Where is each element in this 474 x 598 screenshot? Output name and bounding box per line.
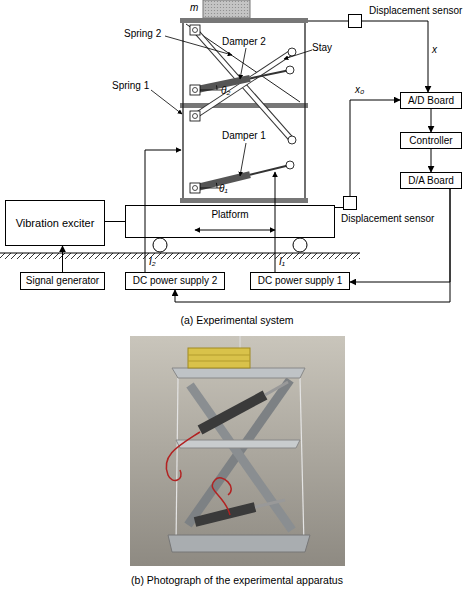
signal-label: x₀ — [355, 84, 364, 96]
leader-line — [151, 90, 182, 114]
ground-hatch — [0, 253, 360, 259]
plate — [180, 103, 308, 108]
photo-damper — [200, 395, 265, 430]
subfigure-caption: (b) Photograph of the experimental appar… — [0, 574, 474, 586]
subfigure-caption: (a) Experimental system — [0, 314, 474, 326]
pivot — [193, 88, 198, 93]
signal-connector — [335, 207, 343, 208]
leader-line — [240, 48, 246, 79]
current-wire — [145, 150, 181, 272]
part-label: Damper 1 — [222, 130, 266, 142]
photo-damper — [195, 507, 255, 522]
node-text: D/A Board — [408, 175, 454, 187]
signal-connector — [62, 246, 63, 272]
board-box: A/D Board — [400, 92, 462, 109]
part-label: Spring 2 — [124, 28, 161, 40]
signal-connector — [175, 189, 450, 302]
sensor-link — [308, 21, 348, 22]
pivot — [286, 161, 294, 169]
motion-arrow — [195, 230, 275, 231]
pivot — [190, 111, 200, 121]
platform-box: Platform — [125, 205, 335, 238]
node-text: Displacement sensor — [369, 5, 462, 17]
wheel — [293, 238, 307, 252]
power-supply-box: DC power supply 1 — [250, 272, 350, 290]
part-label: Damper 2 — [222, 36, 266, 48]
photo-rod — [176, 378, 178, 545]
signal-connector — [431, 109, 432, 132]
pivot — [288, 136, 296, 144]
board-box: D/A Board — [400, 172, 462, 189]
signal-connector — [431, 149, 432, 172]
plate — [180, 18, 308, 23]
photo-base — [168, 535, 310, 552]
stay-bar — [195, 30, 292, 140]
power-supply-box: DC power supply 2 — [125, 272, 225, 290]
node-text: Vibration exciter — [16, 217, 95, 230]
angle-arc — [216, 85, 218, 90]
photo-damper — [255, 500, 285, 507]
current-label: I₂ — [149, 256, 156, 268]
node-text: Controller — [409, 135, 452, 147]
sensor-box: Displacement sensor — [348, 14, 362, 28]
photo-rod — [300, 378, 304, 545]
stay-bar — [195, 30, 292, 140]
photo-plate — [172, 368, 305, 378]
mass-label: m — [190, 2, 198, 14]
photo-damper — [265, 382, 288, 395]
node-text: Displacement sensor — [341, 213, 434, 225]
exciter-box: Vibration exciter — [5, 200, 105, 246]
pivot — [190, 183, 200, 193]
photo-plate — [176, 440, 300, 448]
damper-rod — [250, 70, 290, 78]
pivot — [193, 28, 198, 33]
signal-connector — [350, 189, 450, 282]
mass-block — [203, 0, 250, 18]
leader-line — [240, 143, 246, 176]
part-label: Stay — [312, 42, 332, 54]
current-wire — [275, 172, 276, 272]
photo-mass — [188, 348, 250, 368]
angle-label: θ₂ — [221, 85, 230, 97]
leader-line — [284, 50, 312, 59]
angle-label: θ₁ — [219, 183, 228, 195]
angle-arc — [216, 183, 218, 188]
leader-line — [165, 36, 232, 55]
spring-line — [182, 23, 183, 198]
photo-mass — [188, 361, 250, 362]
damper-rod — [250, 165, 290, 175]
photo-stay — [190, 385, 292, 530]
spring-line — [304, 23, 305, 198]
photo-wire — [166, 432, 200, 480]
sensor-box: Displacement sensor — [343, 196, 357, 210]
photo-wire — [212, 478, 231, 515]
generator-box: Signal generator — [20, 272, 105, 290]
pivot — [190, 85, 200, 95]
node-text: DC power supply 2 — [133, 275, 217, 287]
pivot — [190, 25, 200, 35]
signal-connector — [350, 100, 400, 196]
signal-connector — [105, 221, 125, 222]
wheel — [153, 238, 167, 252]
plate — [180, 198, 308, 203]
photo-mass — [188, 355, 250, 356]
node-text: A/D Board — [408, 95, 454, 107]
node-text: Platform — [211, 209, 248, 221]
part-label: Spring 1 — [112, 80, 149, 92]
signal-connector — [362, 21, 428, 92]
node-text: Signal generator — [26, 275, 99, 287]
controller-box: Controller — [400, 132, 462, 149]
pivot — [286, 66, 294, 74]
photo-background — [130, 336, 345, 566]
current-label: I₁ — [279, 256, 285, 268]
ground-line — [0, 253, 360, 254]
signal-label: x — [432, 44, 437, 56]
pivot — [193, 186, 198, 191]
pivot — [193, 114, 198, 119]
node-text: DC power supply 1 — [258, 275, 342, 287]
pivot — [288, 48, 296, 56]
